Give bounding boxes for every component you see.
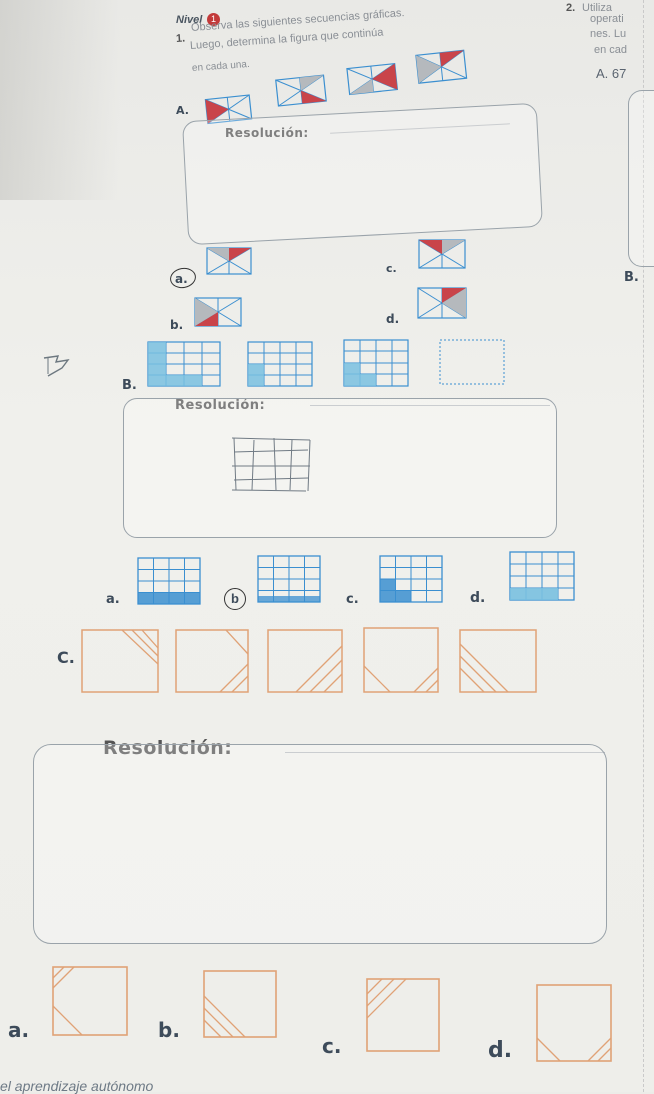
section-c-resolution-box[interactable]: [33, 744, 607, 944]
question-2-line-3: nes. Lu: [590, 28, 627, 40]
next-question-box: [628, 90, 654, 267]
option-d-label: d.: [386, 312, 400, 326]
question-2-answer: A. 67: [596, 66, 627, 81]
option-c-d-label: d.: [488, 1038, 513, 1063]
question-1-number: 1.: [175, 32, 186, 45]
footer-text: el aprendizaje autónomo: [0, 1078, 154, 1094]
sequence-c-label: C.: [57, 648, 75, 667]
option-a-circle: [168, 265, 198, 291]
pencil-note-icon: [43, 355, 70, 377]
section-a-resolution-title: Resolución:: [225, 126, 309, 140]
sequence-a-figures: [204, 49, 468, 125]
section-b-title-rule: [310, 405, 550, 406]
option-c-label: c.: [386, 262, 397, 275]
option-b-b-figure[interactable]: [257, 555, 322, 604]
section-b-resolution-title: Resolución:: [175, 398, 266, 413]
option-a-label: a.: [175, 272, 188, 286]
option-c-d-figure[interactable]: [536, 984, 614, 1064]
option-b-a-label: a.: [106, 592, 120, 607]
option-b-figure[interactable]: [194, 297, 242, 328]
option-c-c-figure[interactable]: [366, 978, 442, 1054]
option-b-d-figure[interactable]: [509, 551, 576, 602]
sequence-c-figures: [81, 627, 537, 693]
question-2-number: 2.: [566, 2, 576, 14]
option-c-c-label: c.: [322, 1034, 342, 1058]
section-c-title-rule: [285, 752, 605, 753]
option-c-a-label: a.: [8, 1018, 30, 1042]
option-b-c-figure[interactable]: [379, 555, 444, 604]
section-c-resolution-title: Resolución:: [103, 737, 233, 759]
page-shadow: [0, 0, 120, 200]
section-b-resolution-box[interactable]: [123, 398, 557, 538]
level-badge: 1: [207, 13, 220, 26]
sequence-a-label: A.: [176, 104, 189, 117]
option-b-label: b.: [170, 318, 184, 332]
option-b-a-figure[interactable]: [137, 557, 202, 606]
option-c-b-label: b.: [158, 1018, 180, 1042]
sequence-b-label: B.: [122, 378, 137, 393]
option-c-a-figure[interactable]: [52, 966, 130, 1038]
option-b-b-label: b: [224, 588, 246, 610]
option-d-figure[interactable]: [417, 287, 467, 320]
option-b-d-label: d.: [470, 590, 486, 606]
page-fold-line: [643, 0, 645, 1092]
question-2-line-4: en cad: [594, 44, 628, 56]
option-c-figure[interactable]: [418, 239, 466, 270]
option-b-c-label: c.: [346, 592, 359, 607]
option-c-b-figure[interactable]: [203, 970, 279, 1040]
question-2-line-1: Utiliza: [582, 2, 612, 14]
handwritten-grid-sketch: [231, 437, 311, 492]
question-2-option-b: B.: [624, 270, 639, 285]
section-a-resolution-box[interactable]: [181, 102, 544, 246]
option-a-figure[interactable]: [206, 247, 252, 276]
sequence-b-figures: [147, 339, 505, 387]
question-2-line-2: operati: [590, 13, 624, 25]
level-label: Nivel: [176, 14, 203, 26]
